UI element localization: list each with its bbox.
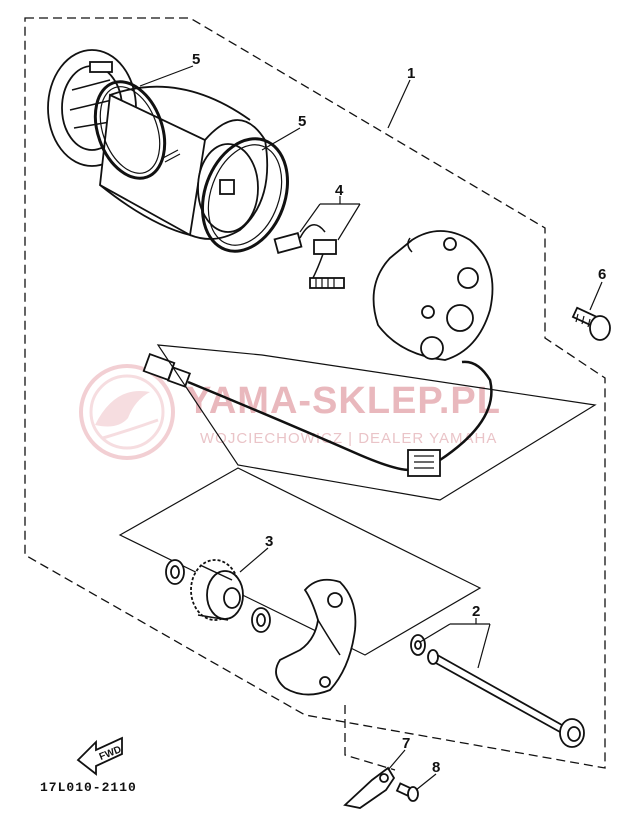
callout-7: 7 xyxy=(402,735,410,752)
bracket-plate-7 xyxy=(343,766,396,809)
washer-right xyxy=(251,607,271,633)
callout-5-top: 5 xyxy=(192,51,200,68)
washer-left xyxy=(165,559,185,585)
washer-bolt-2 xyxy=(410,634,426,656)
bolt-6 xyxy=(571,306,611,341)
gear-cover xyxy=(275,578,357,696)
watermark-title: YAMA-SKLEP.PL xyxy=(186,380,501,422)
callout-4: 4 xyxy=(335,182,344,199)
front-cover xyxy=(372,230,494,361)
watermark: YAMA-SKLEP.PL WOJCIECHOWICZ | DEALER YAM… xyxy=(79,364,501,460)
watermark-subtitle: WOJCIECHOWICZ | DEALER YAMAHA xyxy=(200,430,497,447)
idle-gear xyxy=(190,559,244,621)
callout-2: 2 xyxy=(472,603,480,620)
watermark-logo xyxy=(79,364,175,460)
gear-group-box xyxy=(118,467,482,656)
bracket-dashed-guide xyxy=(344,705,396,771)
callout-6: 6 xyxy=(598,266,606,283)
callout-5-ring: 5 xyxy=(298,113,306,130)
o-ring-5a xyxy=(93,80,167,180)
drawing-code: 17L010-2110 xyxy=(40,780,137,795)
long-bolt-2 xyxy=(427,649,585,748)
callout-1: 1 xyxy=(407,65,415,82)
leader-lines xyxy=(139,65,603,791)
callout-8: 8 xyxy=(432,759,440,776)
assembly-boundary xyxy=(24,17,606,769)
brush-set xyxy=(273,224,345,289)
fwd-arrow-icon: FWD xyxy=(76,736,123,776)
lead-wire xyxy=(142,352,493,477)
callout-3: 3 xyxy=(265,533,273,550)
o-ring-5b xyxy=(200,137,290,253)
wire-group-box xyxy=(156,344,597,501)
screw-8 xyxy=(395,782,419,802)
